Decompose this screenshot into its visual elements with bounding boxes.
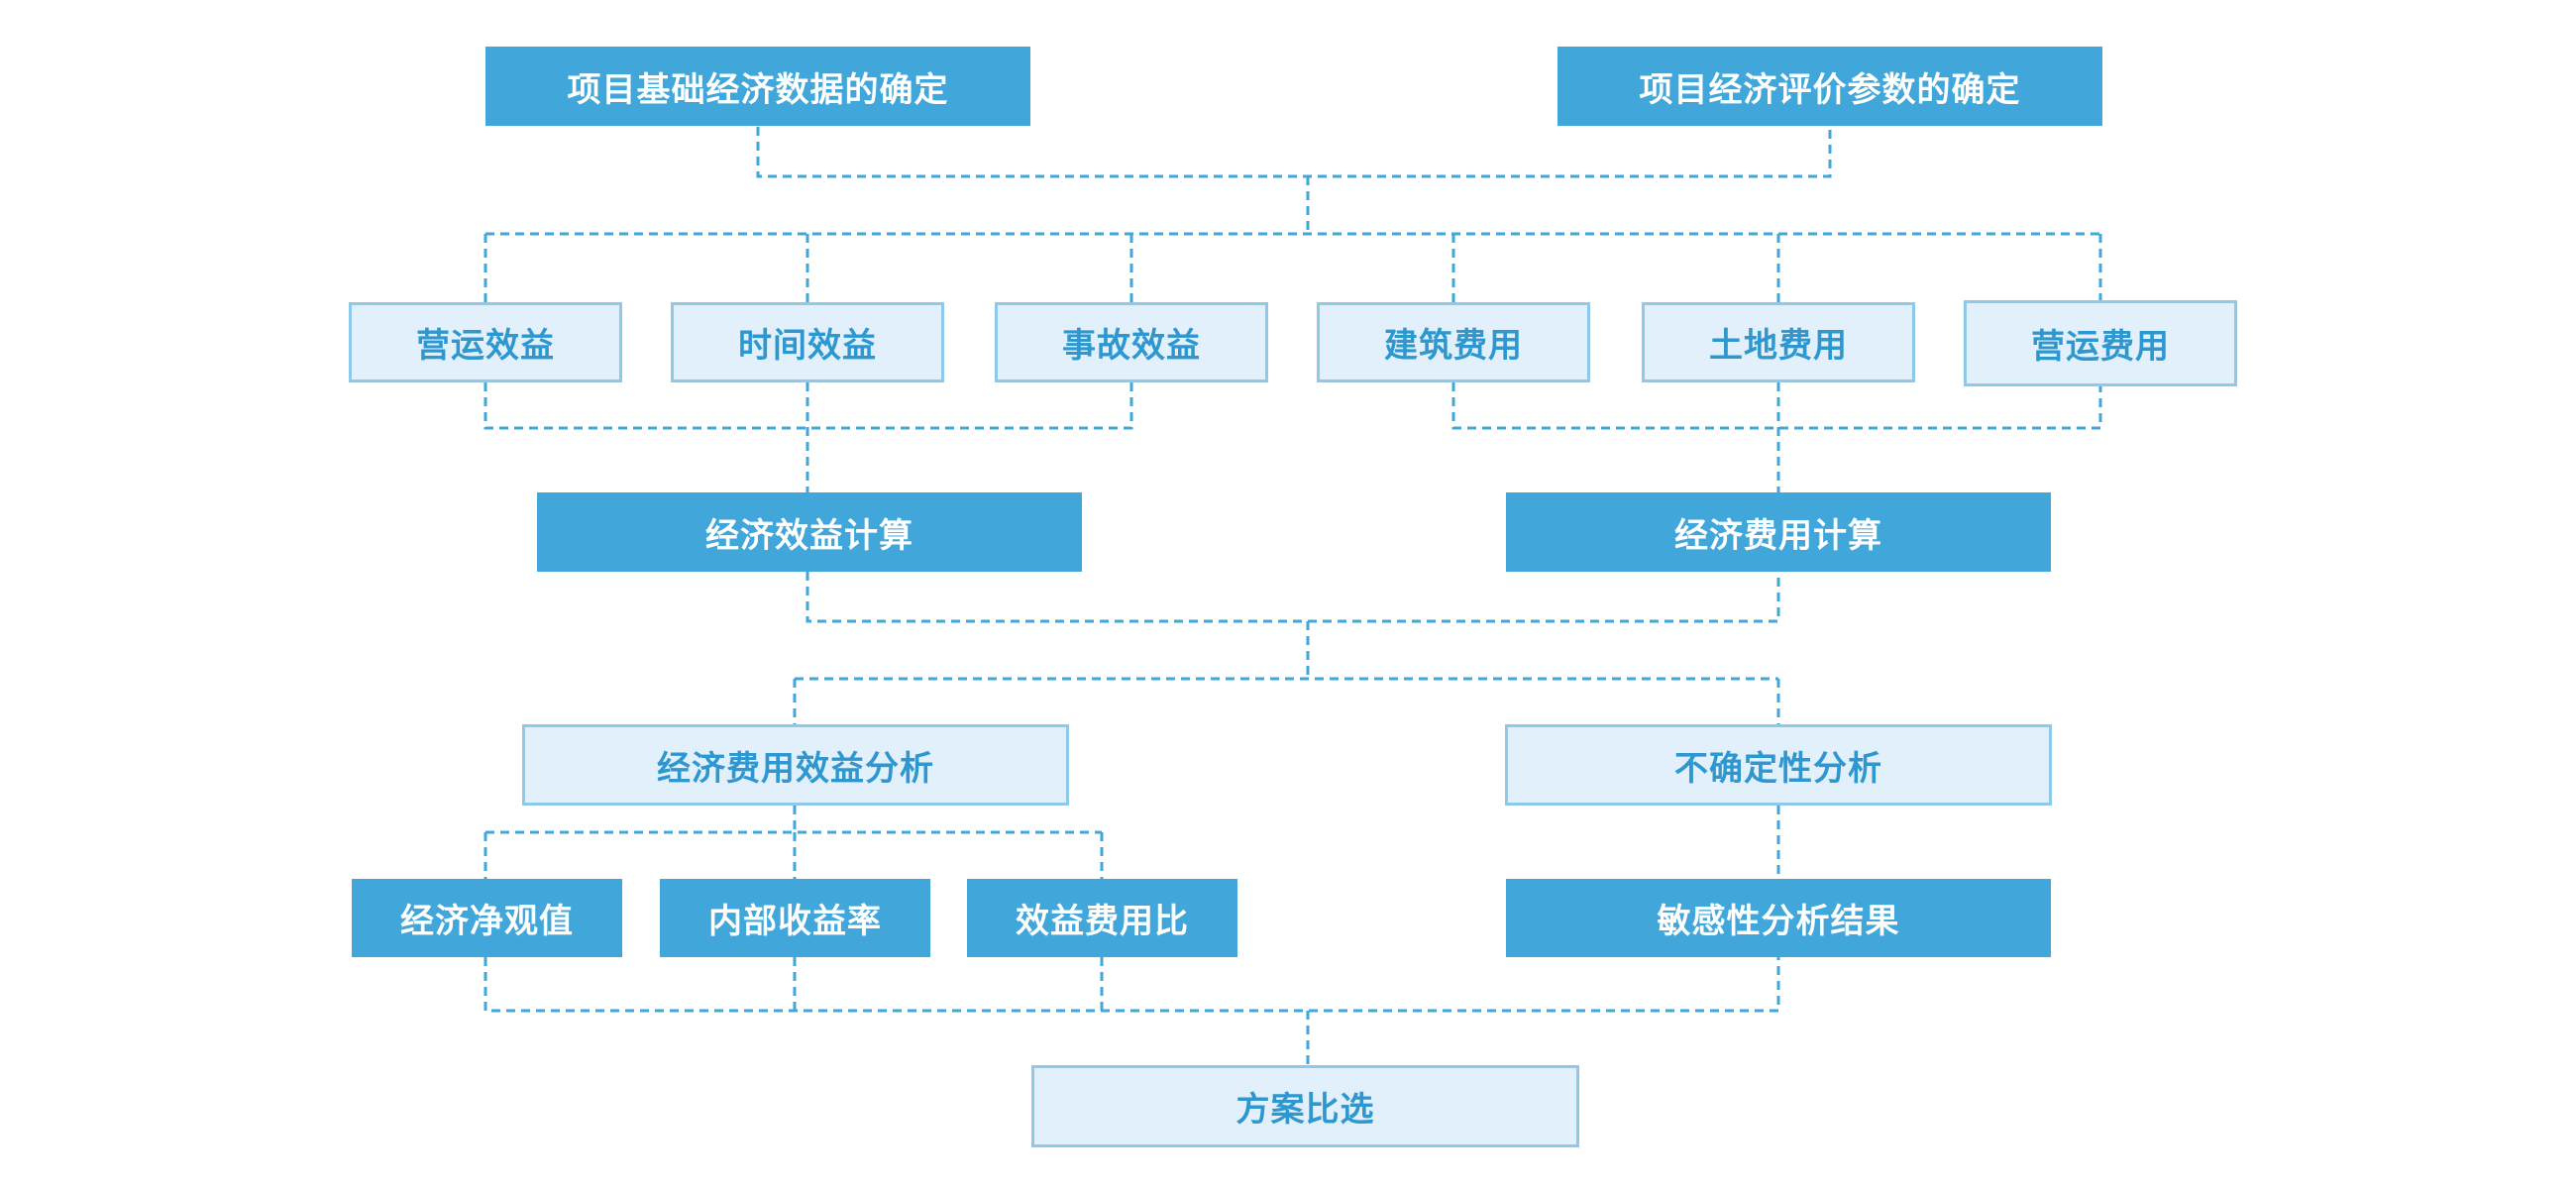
connector-cost-gather [1451, 382, 2102, 492]
bcr-label: 效益费用比 [1016, 902, 1189, 941]
construction-cost-box: 建筑费用 [1317, 302, 1590, 382]
cba-box: 经济费用效益分析 [522, 724, 1069, 806]
cost-calc-label: 经济费用计算 [1674, 515, 1882, 556]
npv-box: 经济净观值 [352, 879, 622, 957]
ops-benefit-box: 营运效益 [349, 302, 622, 382]
uncertainty-label: 不确定性分析 [1674, 748, 1882, 789]
sensitivity-box: 敏感性分析结果 [1506, 879, 2051, 957]
connector-item-drops [483, 234, 2102, 302]
bcr-box: 效益费用比 [967, 879, 1237, 957]
irr-box: 内部收益率 [660, 879, 930, 957]
connector-cba-split [483, 806, 1104, 879]
land-cost-box: 土地费用 [1642, 302, 1915, 382]
connector-analysis-split [793, 677, 1780, 724]
npv-label: 经济净观值 [400, 902, 574, 941]
accident-benefit-label: 事故效益 [1062, 326, 1201, 366]
construction-cost-label: 建筑费用 [1384, 326, 1523, 366]
accident-benefit-box: 事故效益 [995, 302, 1268, 382]
connector-calc-merge [805, 572, 1780, 679]
land-cost-label: 土地费用 [1709, 326, 1848, 366]
eval-params-label: 项目经济评价参数的确定 [1639, 69, 2021, 110]
cba-label: 经济费用效益分析 [657, 748, 934, 789]
connector-final-gather [483, 957, 1780, 1065]
benefit-calc-label: 经济效益计算 [705, 515, 913, 556]
comparison-box: 方案比选 [1031, 1065, 1579, 1147]
ops-benefit-label: 营运效益 [416, 326, 555, 366]
ops-cost-box: 营运费用 [1964, 300, 2237, 386]
cost-calc-box: 经济费用计算 [1506, 492, 2051, 572]
uncertainty-box: 不确定性分析 [1505, 724, 2052, 806]
connector-top-merge [756, 127, 1832, 178]
base-data-label: 项目基础经济数据的确定 [567, 69, 949, 110]
ops-cost-label: 营运费用 [2031, 327, 2170, 367]
irr-label: 内部收益率 [708, 902, 882, 941]
sensitivity-label: 敏感性分析结果 [1657, 902, 1900, 941]
comparison-label: 方案比选 [1235, 1090, 1375, 1130]
benefit-calc-box: 经济效益计算 [537, 492, 1082, 572]
time-benefit-label: 时间效益 [738, 326, 877, 366]
base-data-box: 项目基础经济数据的确定 [485, 47, 1030, 126]
connector-benefit-gather [483, 382, 1133, 492]
time-benefit-box: 时间效益 [671, 302, 944, 382]
eval-params-box: 项目经济评价参数的确定 [1557, 47, 2102, 126]
